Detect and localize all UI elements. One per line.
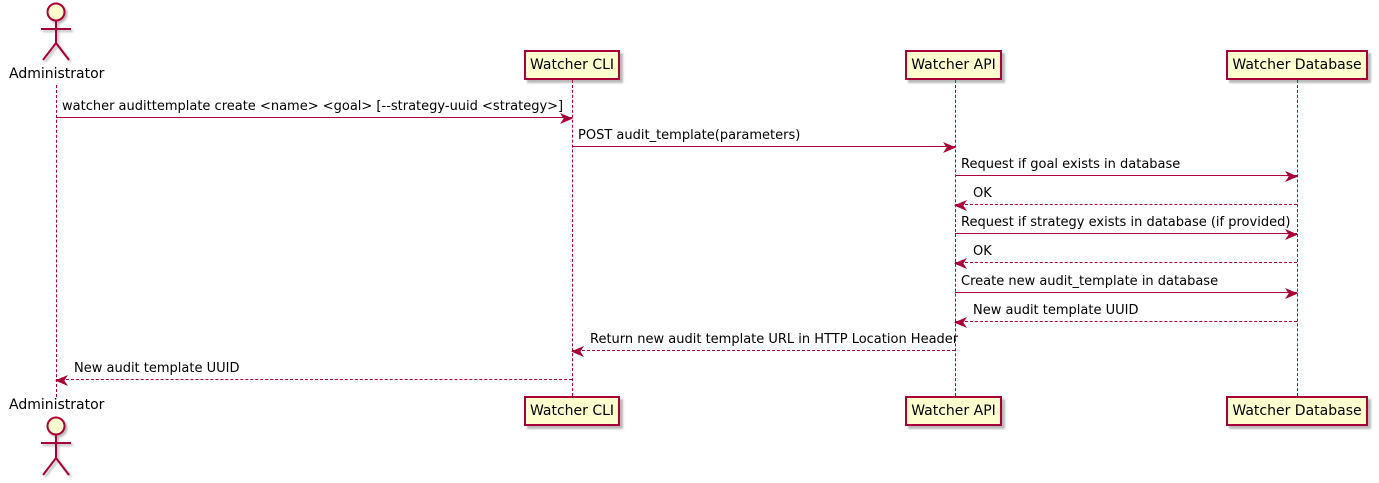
lifeline-watcher-api [955, 80, 956, 396]
participant-watcher-api-top: Watcher API [905, 50, 1002, 80]
participant-label: Watcher Database [1232, 403, 1362, 419]
message-label: Create new audit_template in database [961, 274, 1219, 289]
arrowhead-left-icon [954, 258, 967, 269]
participant-watcher-database-bottom: Watcher Database [1226, 396, 1368, 426]
message-line [955, 288, 1298, 299]
lifeline-administrator [56, 85, 57, 397]
message-line [954, 317, 1297, 328]
arrowhead-right-icon [560, 113, 573, 124]
message-label: watcher audittemplate create <name> <goa… [62, 99, 564, 114]
message-label: OK [973, 186, 992, 201]
lifeline-watcher-database [1297, 80, 1298, 396]
arrowhead-right-icon [1285, 288, 1298, 299]
actor-label-top: Administrator [9, 66, 105, 82]
participant-watcher-database-top: Watcher Database [1226, 50, 1368, 80]
participant-label: Watcher Database [1232, 57, 1362, 73]
message-line [954, 258, 1297, 269]
arrowhead-right-icon [1285, 171, 1298, 182]
message-line [954, 200, 1297, 211]
message-line [572, 142, 956, 153]
participant-label: Watcher API [911, 403, 996, 419]
message-label: OK [973, 244, 992, 259]
message-line [571, 346, 955, 357]
arrowhead-left-icon [954, 200, 967, 211]
actor-label-bottom: Administrator [9, 397, 105, 413]
participant-label: Watcher CLI [529, 403, 615, 419]
participant-watcher-cli-top: Watcher CLI [524, 50, 620, 80]
message-label: Request if strategy exists in database (… [961, 215, 1291, 230]
participant-label: Watcher CLI [529, 57, 615, 73]
message-line [955, 171, 1298, 182]
participant-label: Watcher API [911, 57, 996, 73]
message-label: Return new audit template URL in HTTP Lo… [590, 332, 959, 347]
arrowhead-left-icon [954, 317, 967, 328]
actor-figure-bottom [41, 416, 71, 476]
actor-figure-top [41, 2, 71, 61]
message-label: New audit template UUID [74, 361, 240, 376]
participant-watcher-cli-bottom: Watcher CLI [524, 396, 620, 426]
arrowhead-left-icon [571, 346, 584, 357]
message-label: Request if goal exists in database [961, 157, 1181, 172]
message-line [955, 229, 1298, 240]
actor-head [46, 2, 66, 22]
arrowhead-right-icon [1285, 229, 1298, 240]
arrowhead-right-icon [943, 142, 956, 153]
message-line [55, 375, 572, 386]
arrowhead-left-icon [55, 375, 68, 386]
message-line [56, 113, 573, 124]
participant-watcher-api-bottom: Watcher API [905, 396, 1002, 426]
actor-head [46, 416, 66, 436]
lifeline-watcher-cli [572, 80, 573, 396]
message-label: New audit template UUID [973, 303, 1139, 318]
message-label: POST audit_template(parameters) [578, 128, 801, 143]
